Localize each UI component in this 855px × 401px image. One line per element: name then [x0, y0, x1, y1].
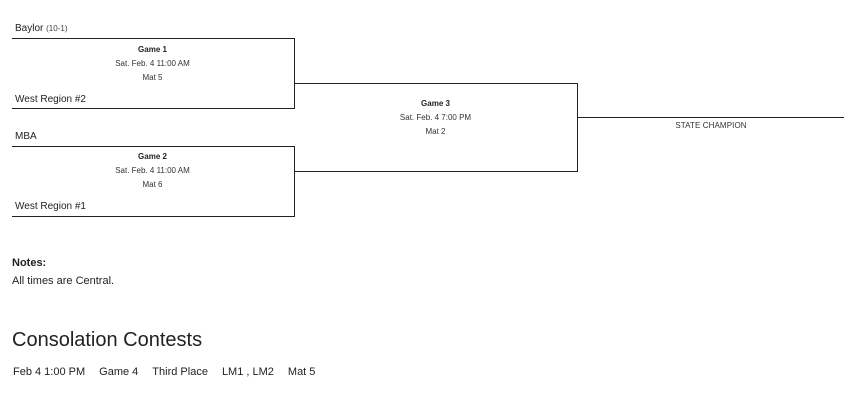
notes-text: All times are Central. [12, 275, 115, 287]
bracket-line [294, 146, 295, 217]
team-slot-west-region-2: West Region #2 [15, 94, 86, 105]
team-name: MBA [15, 131, 37, 142]
bracket-line [295, 171, 578, 172]
consolation-name: Third Place [152, 366, 208, 378]
game-3-info: Game 3 Sat. Feb. 4 7:00 PM Mat 2 [343, 97, 528, 139]
game-mat: Mat 5 [142, 73, 163, 82]
champion-line [578, 117, 844, 118]
consolation-teams: LM1 , LM2 [221, 366, 274, 378]
game-title: Game 3 [421, 99, 450, 108]
consolation-mat: Mat 5 [287, 366, 316, 378]
bracket-line [12, 38, 295, 39]
bracket-line [12, 146, 295, 147]
consolation-title: Consolation Contests [12, 329, 203, 351]
team-slot-mba: MBA [15, 131, 37, 142]
bracket-line [295, 83, 578, 84]
game-title: Game 2 [138, 152, 167, 161]
game-title: Game 1 [138, 45, 167, 54]
bracket-line [577, 83, 578, 172]
team-slot-west-region-1: West Region #1 [15, 201, 86, 212]
notes-title: Notes: [12, 257, 47, 269]
consolation-game: Game 4 [99, 366, 139, 378]
team-name: West Region #1 [15, 201, 86, 212]
champion-label: STATE CHAMPION [675, 121, 747, 130]
game-datetime: Sat. Feb. 4 11:00 AM [115, 166, 190, 175]
team-slot-baylor: Baylor (10-1) [15, 23, 67, 34]
game-datetime: Sat. Feb. 4 7:00 PM [399, 113, 472, 122]
bracket-line [294, 38, 295, 109]
consolation-row: Feb 4 1:00 PM Game 4 Third Place LM1 , L… [13, 366, 315, 378]
game-mat: Mat 2 [425, 127, 446, 136]
team-name: Baylor [15, 23, 44, 34]
consolation-datetime: Feb 4 1:00 PM [13, 366, 86, 378]
game-2-info: Game 2 Sat. Feb. 4 11:00 AM Mat 6 [60, 150, 245, 192]
team-record: (10-1) [46, 24, 68, 33]
game-mat: Mat 6 [142, 180, 163, 189]
bracket-line [12, 216, 295, 217]
team-name: West Region #2 [15, 94, 86, 105]
bracket-line [12, 108, 295, 109]
game-datetime: Sat. Feb. 4 11:00 AM [115, 59, 190, 68]
game-1-info: Game 1 Sat. Feb. 4 11:00 AM Mat 5 [60, 43, 245, 85]
